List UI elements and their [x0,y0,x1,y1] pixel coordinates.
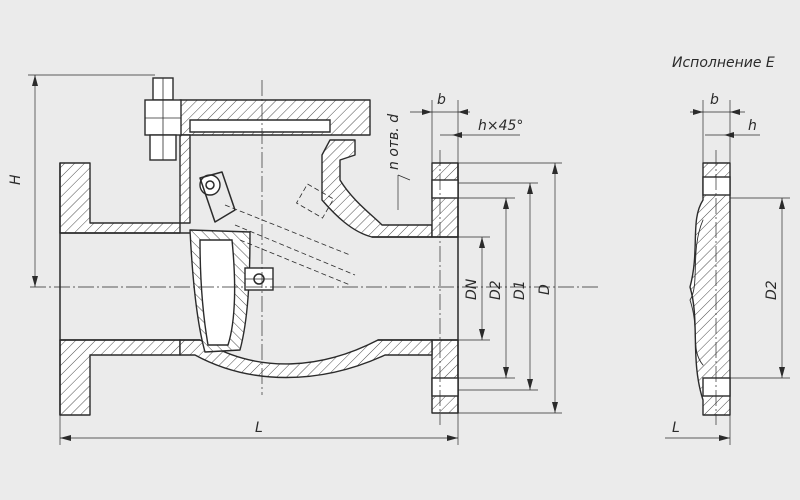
dim-diameters: DN D2 D1 D [458,162,562,414]
label-holes: n отв. d [386,114,402,170]
dim-H: H [8,74,155,287]
cover-bolt [144,77,182,161]
label-chamfer: h×45° [478,118,523,134]
detail-label-h: h [748,118,757,134]
bonnet-gasket [189,119,331,133]
label-b: b [437,92,446,108]
body-upper-right-wall [321,139,433,238]
left-flange-top [59,162,181,234]
label-DN: DN [464,278,480,300]
detail-label-L: L [672,420,680,436]
right-flange-bottom [431,339,459,414]
label-D: D [537,284,553,295]
label-D1: D1 [512,280,528,300]
valve-body-section [59,99,459,416]
detail-flange-section [689,150,731,425]
label-H: H [8,174,24,185]
right-flange-top [431,162,459,238]
body-left-wall [179,134,191,224]
disc-open-position [224,183,356,286]
body-bottom-wall [179,339,433,379]
detail-label-b: b [710,92,719,108]
dim-L: L [59,413,459,445]
dim-b-top: b h×45° [410,92,523,163]
label-D2: D2 [488,280,504,300]
detail-label-D2: D2 [764,280,780,300]
label-L: L [255,420,263,436]
detail-title: Исполнение Е [672,55,775,71]
clapper-disc [189,171,274,353]
detail-dims: b h D2 L [665,92,790,445]
left-flange-bottom [59,339,181,416]
